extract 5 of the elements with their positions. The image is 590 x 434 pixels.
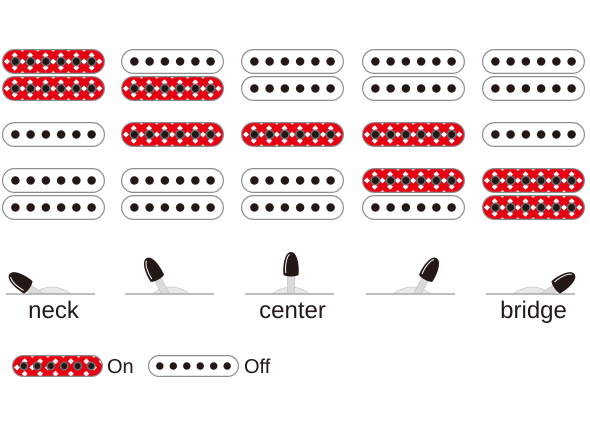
switch-position-label: bridge [499, 298, 568, 324]
legend-label: Off [244, 356, 270, 378]
legend-label: On [107, 356, 134, 378]
switch-position-label: neck [27, 298, 80, 324]
switch-position-label: center [258, 298, 327, 324]
